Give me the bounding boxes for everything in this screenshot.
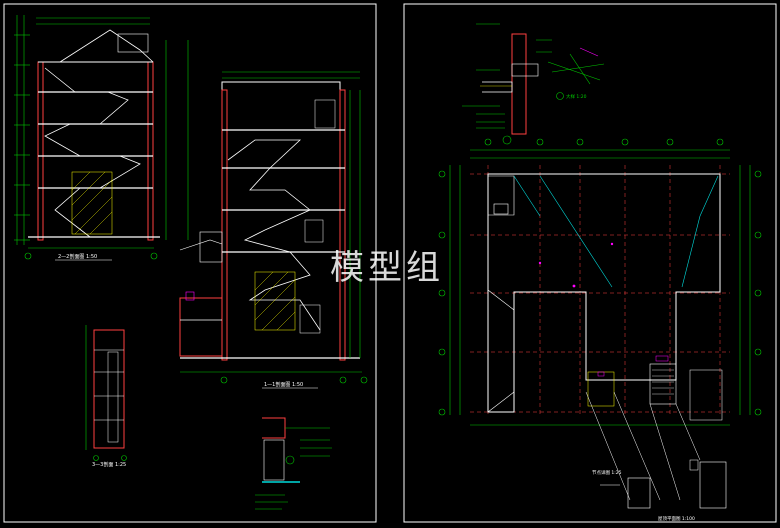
detail-caption: 节点详图 1:25 [592, 469, 622, 476]
stair-detail [85, 325, 127, 461]
right-sheet-frame [403, 3, 777, 523]
watermark-text: 模型组 [330, 248, 444, 288]
left-sheet-frame [3, 3, 377, 523]
stair-detail-caption: 3—3剖面 1:25 [92, 461, 126, 468]
section-1-1 [179, 71, 368, 384]
node-caption: 大样 1:20 [566, 93, 587, 100]
roof-plan [438, 138, 762, 509]
section-1-1-caption: 1—1剖面图 1:50 [264, 381, 303, 388]
top-node-details [462, 23, 605, 145]
wall-node-detail [255, 417, 332, 510]
section-2-2-caption: 2—2剖面图 1:50 [58, 253, 97, 260]
section-2-2 [14, 15, 189, 260]
roof-plan-caption: 屋顶平面图 1:100 [658, 516, 695, 522]
